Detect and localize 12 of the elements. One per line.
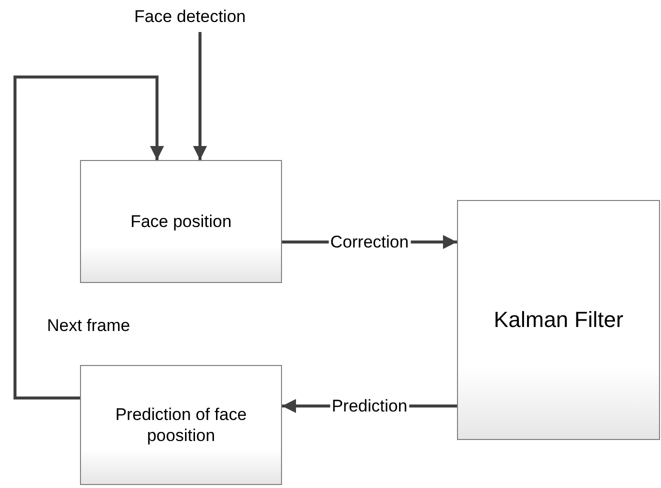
process-box bbox=[80, 160, 282, 283]
node-text: Face detection bbox=[134, 6, 246, 28]
edge-label: Prediction bbox=[330, 398, 410, 414]
edge-label: Correction bbox=[328, 234, 411, 250]
arrow bbox=[193, 32, 207, 160]
node-text: Kalman Filter bbox=[494, 306, 624, 334]
node-text: Face position bbox=[130, 210, 232, 232]
node-text: Prediction of face poosition bbox=[114, 404, 248, 446]
process-box bbox=[457, 200, 660, 440]
arrow bbox=[14, 76, 164, 400]
loop-label: Next frame bbox=[47, 315, 130, 336]
process-box bbox=[80, 365, 282, 485]
